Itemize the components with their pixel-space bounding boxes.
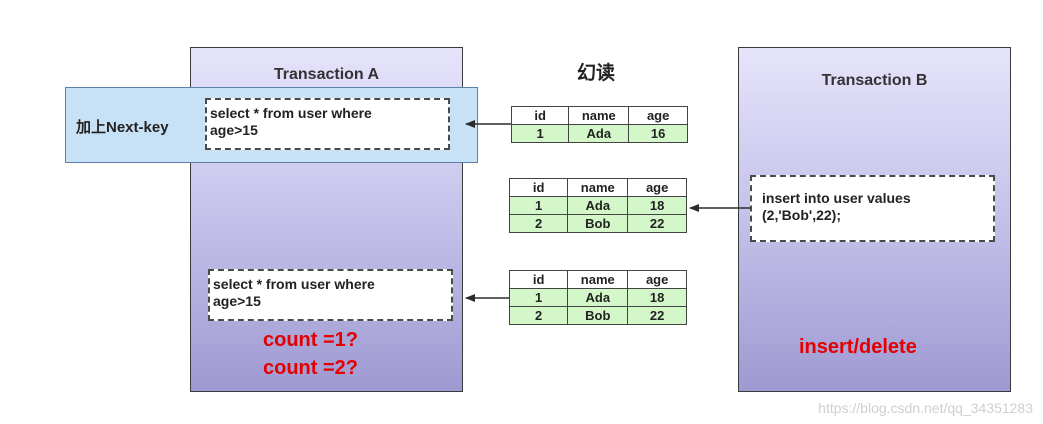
user-table-1: id name age 1 Ada 16 [510, 106, 688, 143]
query-1-line-2: age>15 [210, 122, 258, 138]
table-1-header-name: name [568, 106, 630, 125]
table-1-row-1: 1 Ada 16 [510, 124, 688, 143]
count-question-1: count =1? [263, 329, 359, 351]
table-cell: Bob [567, 214, 629, 233]
insert-line-2: (2,'Bob',22); [762, 207, 841, 223]
user-table-3: id name age 1 Ada 18 2 Bob 22 [508, 270, 687, 325]
table-cell: 2 [508, 306, 569, 325]
transaction-a-title: Transaction A [273, 66, 380, 83]
next-key-label: 加上Next-key [76, 119, 169, 136]
table-1-header-age: age [628, 106, 688, 125]
table-3-header-age: age [627, 270, 687, 289]
phantom-read-title: 幻读 [577, 63, 616, 84]
user-table-2: id name age 1 Ada 18 2 Bob 22 [508, 178, 687, 233]
table-cell: 22 [627, 306, 687, 325]
table-cell: 16 [628, 124, 688, 143]
table-cell: 1 [508, 288, 569, 307]
table-cell: 2 [508, 214, 569, 233]
insert-line-1: insert into user values [762, 190, 911, 206]
watermark: https://blog.csdn.net/qq_34351283 [818, 400, 1033, 416]
table-cell: Bob [567, 306, 629, 325]
select-query-box-2: select * from user where age>15 [208, 269, 453, 321]
table-1-header-id: id [510, 106, 570, 125]
table-2-header-id: id [508, 178, 569, 197]
query-2-line-1: select * from user where [213, 276, 375, 292]
table-2-header-name: name [567, 178, 629, 197]
count-question-2: count =2? [263, 357, 359, 379]
transaction-b-title: Transaction B [821, 72, 928, 89]
table-cell: 22 [627, 214, 687, 233]
table-3-row-1: 1 Ada 18 [508, 288, 687, 307]
insert-statement-box: insert into user values (2,'Bob',22); [750, 175, 995, 242]
table-cell: Ada [568, 124, 630, 143]
table-cell: 1 [510, 124, 570, 143]
table-3-row-2: 2 Bob 22 [508, 306, 687, 325]
insert-delete-label: insert/delete [799, 336, 917, 358]
select-query-box-1: select * from user where age>15 [205, 98, 450, 150]
table-cell: Ada [567, 288, 629, 307]
query-1-line-1: select * from user where [210, 105, 372, 121]
query-2-line-2: age>15 [213, 293, 261, 309]
table-2-row-2: 2 Bob 22 [508, 214, 687, 233]
table-cell: 18 [627, 288, 687, 307]
table-3-header-id: id [508, 270, 569, 289]
